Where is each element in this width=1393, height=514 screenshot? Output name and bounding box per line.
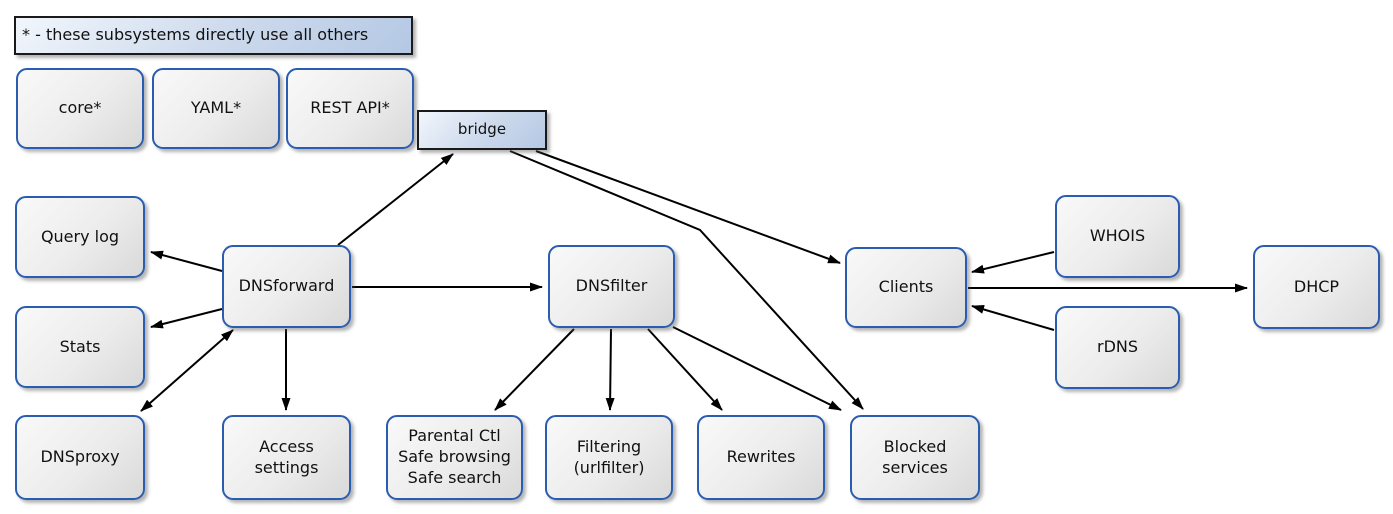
node-filtering-urlfilter: Filtering (urlfilter) <box>545 415 673 500</box>
node-rest-api: REST API* <box>286 68 414 149</box>
edge-bridge-clients <box>535 150 841 264</box>
node-rdns: rDNS <box>1055 306 1180 389</box>
edge-bridge-blocked-services <box>509 150 864 410</box>
node-whois: WHOIS <box>1055 195 1180 278</box>
node-parental-ctl: Parental Ctl Safe browsing Safe search <box>386 415 523 500</box>
edge-rdns-clients <box>971 305 1055 331</box>
node-stats: Stats <box>15 306 145 388</box>
node-query-log: Query log <box>15 196 145 278</box>
node-dhcp: DHCP <box>1253 245 1380 329</box>
node-yaml: YAML* <box>152 68 280 149</box>
edge-dnsfilter-filtering <box>605 328 615 411</box>
edge-dnsfilter-rewrites <box>647 328 723 411</box>
node-dnsfilter: DNSfilter <box>548 245 675 328</box>
edge-dnsfilter-blocked-services <box>672 326 842 411</box>
node-blocked-services: Blocked services <box>850 415 980 500</box>
legend-note: * - these subsystems directly use all ot… <box>14 16 413 55</box>
edge-dnsfilter-parental <box>494 328 575 411</box>
edge-dnsforward-stats <box>150 308 223 329</box>
edge-dnsforward-bridge <box>337 153 454 246</box>
node-bridge: bridge <box>417 110 547 150</box>
node-rewrites: Rewrites <box>697 415 825 500</box>
edge-dnsforward-query-log <box>150 250 223 272</box>
node-dnsforward: DNSforward <box>222 245 351 328</box>
edge-dnsforward-dnsproxy <box>140 329 234 412</box>
edge-whois-clients <box>971 251 1055 274</box>
node-clients: Clients <box>845 247 967 328</box>
node-core: core* <box>16 68 144 149</box>
node-dnsproxy: DNSproxy <box>15 415 145 500</box>
node-access-settings: Access settings <box>222 415 351 500</box>
